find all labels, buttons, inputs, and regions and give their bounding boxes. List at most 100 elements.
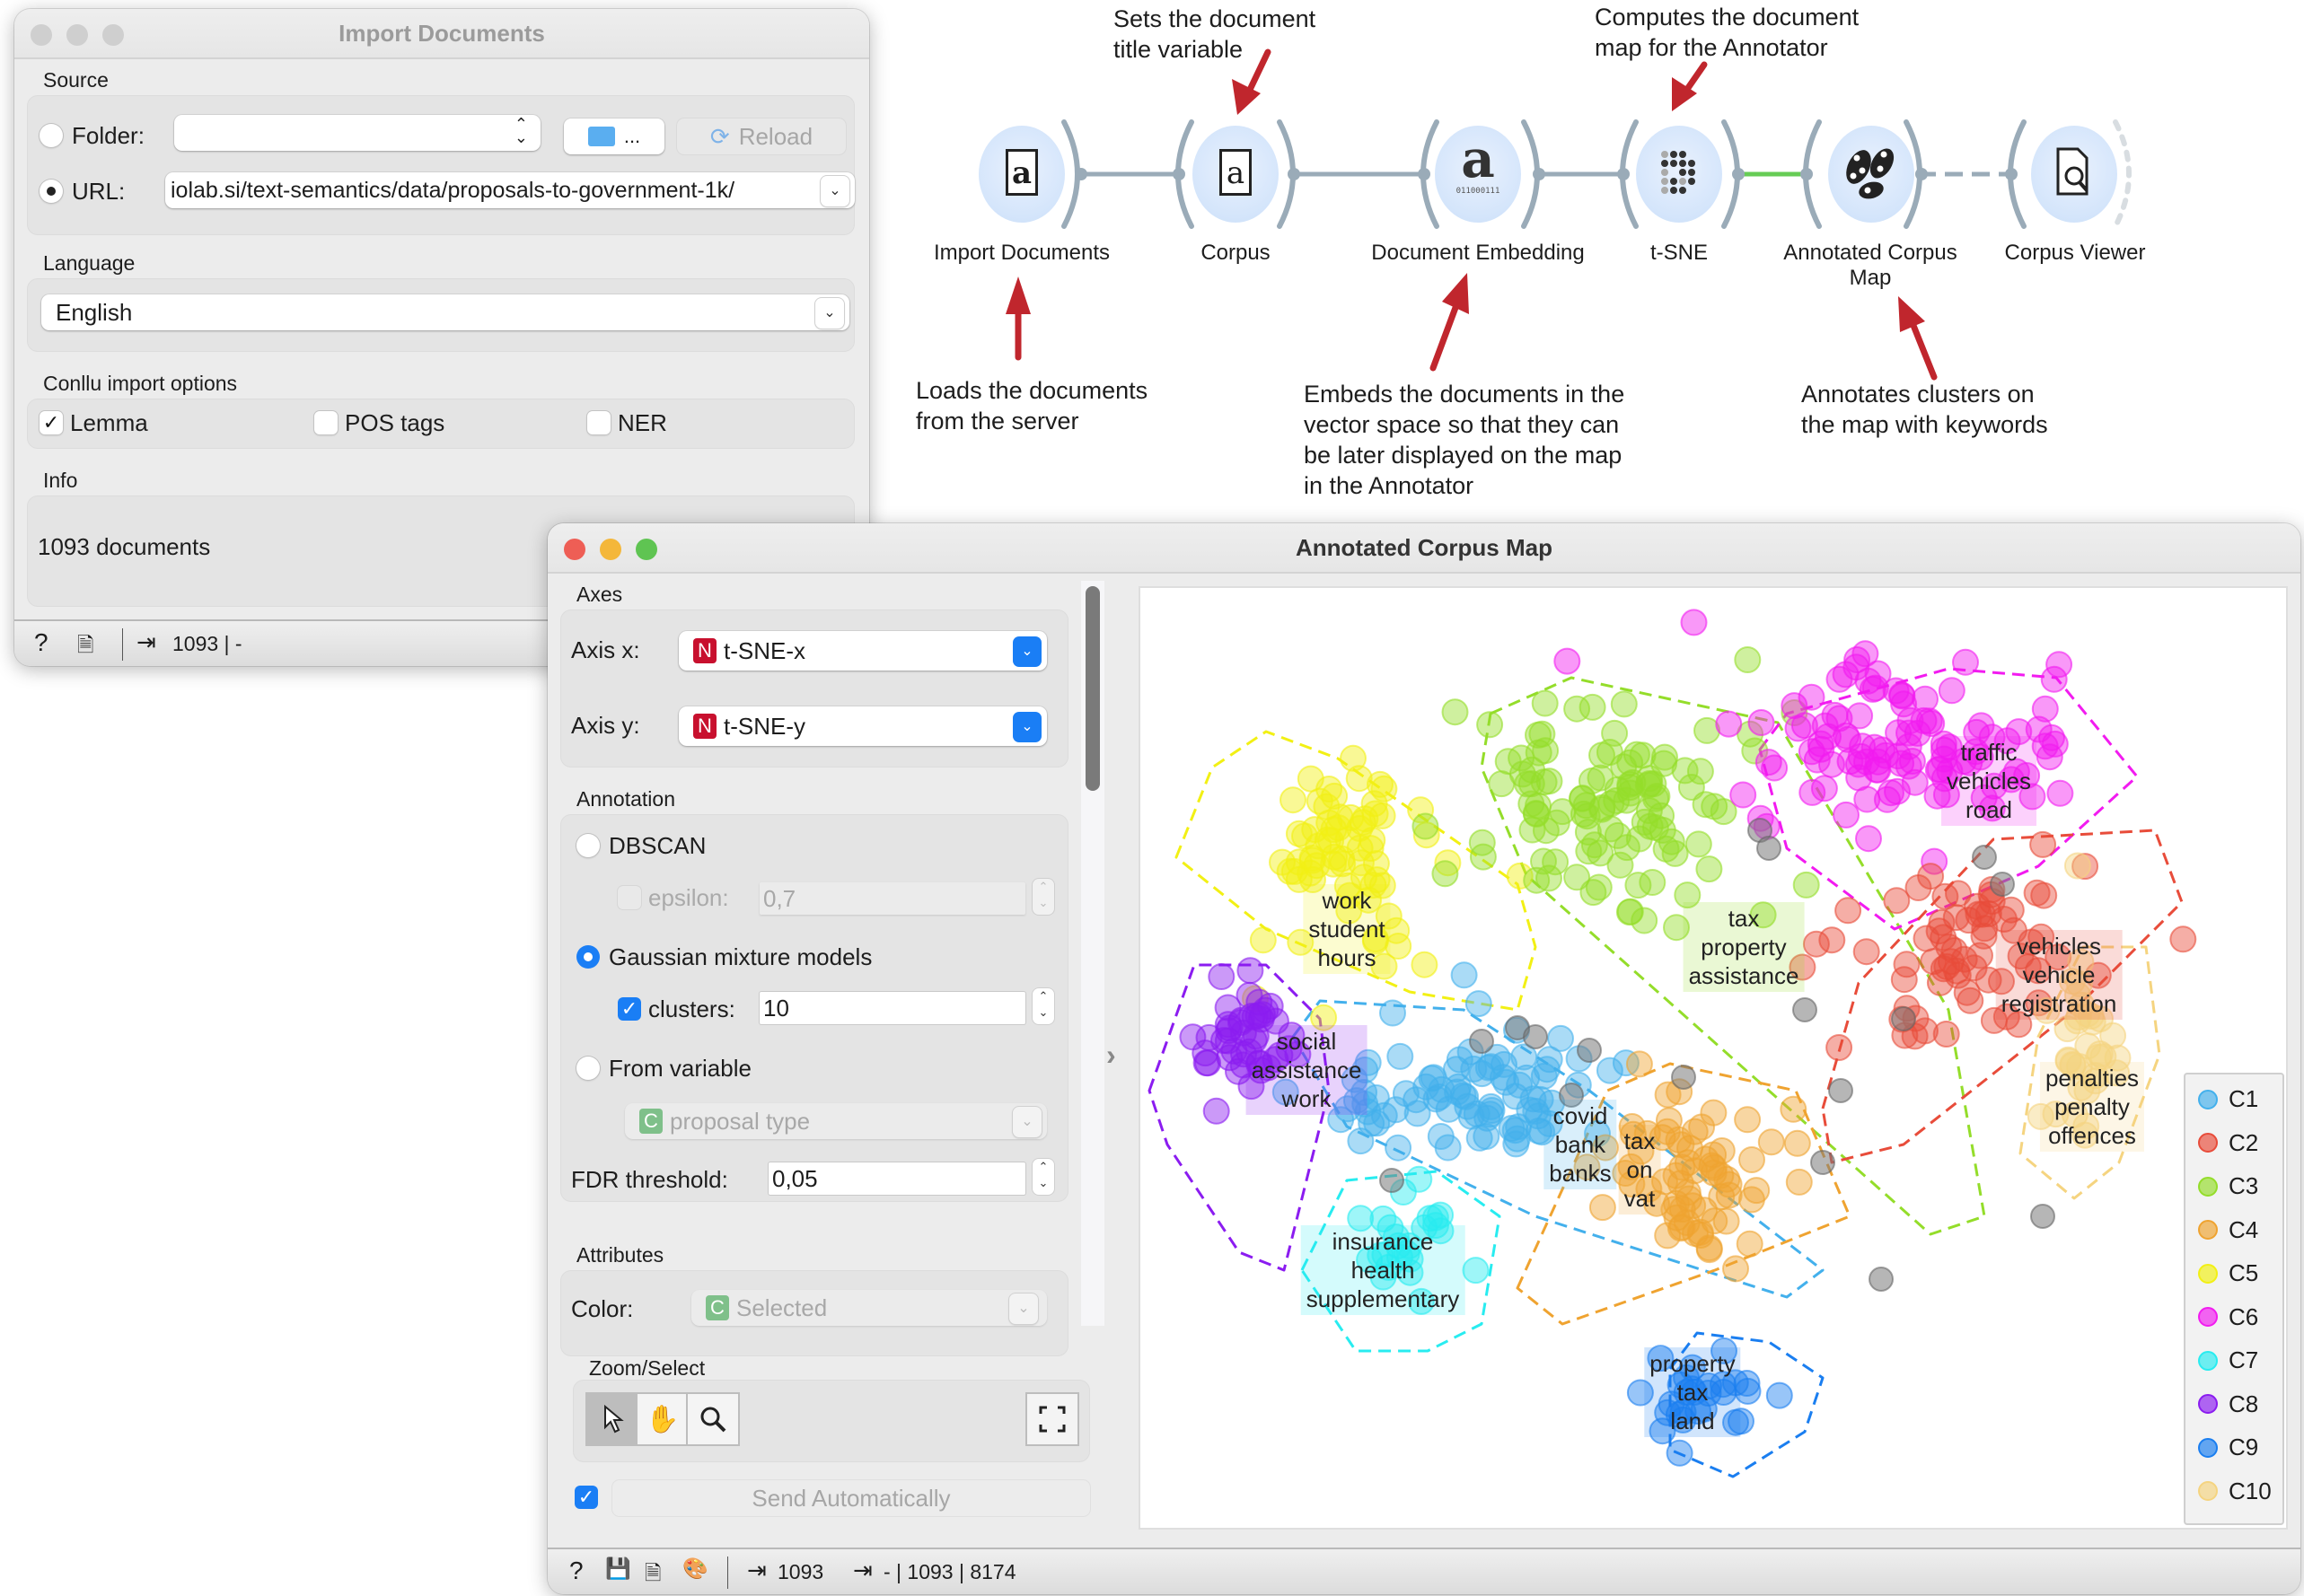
minimize-button[interactable] (600, 539, 621, 560)
legend-swatch (2198, 1307, 2218, 1327)
palette-icon[interactable]: 🎨 (682, 1557, 708, 1580)
zoom-button[interactable] (636, 539, 657, 560)
updown-icon: ⌃⌄ (514, 115, 528, 146)
color-select[interactable]: C Selected (691, 1290, 1047, 1326)
fdr-stepper[interactable]: ⌃⌄ (1033, 1159, 1054, 1195)
folder-combo[interactable]: ⌃⌄ (174, 115, 541, 151)
cluster-hull-c10 (2018, 945, 2161, 1200)
folder-radio[interactable] (40, 124, 63, 147)
legend-swatch (2198, 1350, 2218, 1371)
select-tool-button[interactable] (585, 1392, 639, 1446)
variable-select[interactable]: C proposal type (625, 1103, 1047, 1139)
numeric-badge-icon: N (693, 638, 717, 663)
language-select[interactable]: English (41, 294, 849, 330)
help-icon[interactable]: ? (569, 1557, 584, 1584)
info-label: Info (43, 469, 78, 492)
legend-item-c5: C5 (2198, 1259, 2258, 1287)
cluster-hull-c8 (1148, 963, 1331, 1272)
send-automatically-button[interactable]: Send Automatically (612, 1480, 1090, 1516)
ner-label: NER (618, 409, 667, 436)
minimize-button[interactable] (66, 24, 88, 46)
cluster-points-c9 (1626, 1337, 1793, 1467)
control-scrollbar-thumb[interactable] (1086, 586, 1100, 791)
report-icon[interactable]: 🗎 (77, 633, 94, 656)
axis-y-select[interactable]: N t-SNE-y (679, 706, 1047, 746)
zoom-tool-button[interactable] (686, 1392, 740, 1446)
axis-y-dropdown-arrow[interactable]: ⌄ (1013, 712, 1042, 742)
zoom-select-label: Zoom/Select (589, 1356, 706, 1380)
cluster-points-c3 (1411, 646, 1820, 942)
url-radio[interactable] (40, 180, 63, 203)
from-variable-radio[interactable] (576, 1057, 600, 1080)
node-tsne[interactable] (1636, 126, 1722, 223)
legend-swatch (2198, 1133, 2218, 1153)
send-automatically-checkbox[interactable]: ✓ (575, 1486, 598, 1509)
pointer-icon (604, 1404, 624, 1434)
legend-swatch (2198, 1176, 2218, 1197)
browse-button[interactable]: ... (564, 118, 664, 154)
acm-titlebar: Annotated Corpus Map (548, 523, 2300, 574)
legend-swatch (2198, 1089, 2218, 1109)
lemma-checkbox[interactable]: ✓ (40, 411, 63, 434)
url-dropdown-arrow[interactable]: ⌄ (821, 176, 849, 206)
folder-label: Folder: (72, 122, 145, 149)
axis-x-dropdown-arrow[interactable]: ⌄ (1013, 636, 1042, 667)
dbscan-radio[interactable] (576, 834, 600, 857)
gmm-label: Gaussian mixture models (609, 943, 873, 970)
reset-zoom-button[interactable] (1025, 1392, 1079, 1446)
language-dropdown-arrow[interactable]: ⌄ (815, 298, 844, 329)
clusters-stepper[interactable]: ⌃⌄ (1033, 988, 1054, 1024)
fdr-input[interactable]: 0,05 (769, 1162, 1025, 1195)
legend-swatch (2198, 1437, 2218, 1458)
axis-x-select[interactable]: N t-SNE-x (679, 631, 1047, 671)
report-icon[interactable]: 🗎 (645, 1561, 662, 1584)
color-dropdown-arrow[interactable]: ⌄ (1009, 1293, 1038, 1324)
legend-item-c2: C2 (2198, 1129, 2258, 1157)
node-document-embedding[interactable] (1435, 126, 1521, 223)
pos-tags-checkbox[interactable] (314, 411, 338, 434)
legend-swatch (2198, 1394, 2218, 1414)
legend-swatch (2198, 1263, 2218, 1284)
scatter-plot-canvas[interactable] (1140, 588, 2286, 1528)
output-summary: 1093 | - (172, 632, 242, 655)
clusters-input[interactable]: 10 (760, 992, 1025, 1024)
cluster-points-c4 (1573, 1050, 1813, 1283)
clusters-checkbox[interactable]: ✓ (618, 997, 641, 1021)
node-label-corpus-viewer: Corpus Viewer (2004, 241, 2146, 265)
numeric-badge-icon: N (693, 714, 717, 739)
epsilon-stepper[interactable]: ⌃⌄ (1033, 879, 1054, 915)
url-combo[interactable]: iolab.si/text-semantics/data/proposals-t… (165, 172, 855, 208)
variable-dropdown-arrow[interactable]: ⌄ (1013, 1107, 1042, 1137)
acm-statusbar: ? 💾 🗎 🎨 ⇥ 1093 ⇥ - | 1093 | 8174 (548, 1548, 2300, 1594)
help-icon[interactable]: ? (34, 628, 48, 656)
annotation-label: Annotation (576, 787, 675, 811)
save-icon[interactable]: 💾 (605, 1557, 631, 1580)
zoom-button[interactable] (102, 24, 124, 46)
gmm-radio[interactable] (576, 945, 600, 969)
close-button[interactable] (31, 24, 52, 46)
node-label-import-documents: Import Documents (933, 241, 1111, 265)
cluster-hull-c9 (1668, 1331, 1825, 1478)
magnifier-icon (700, 1407, 726, 1433)
reload-button[interactable]: ⟳ Reload (677, 118, 846, 154)
pan-tool-button[interactable]: ✋ (636, 1392, 690, 1446)
close-button[interactable] (564, 539, 585, 560)
legend-item-c6: C6 (2198, 1303, 2258, 1331)
legend-swatch (2198, 1220, 2218, 1240)
collapse-panel-arrow[interactable]: › (1106, 1039, 1116, 1071)
cluster-hull-c7 (1300, 1170, 1501, 1353)
cluster-hull-c5 (1174, 730, 1537, 1012)
ner-checkbox[interactable] (587, 411, 611, 434)
epsilon-input[interactable]: 0,7 (760, 882, 1025, 915)
epsilon-checkbox[interactable] (618, 886, 641, 909)
lemma-label: Lemma (70, 409, 148, 436)
